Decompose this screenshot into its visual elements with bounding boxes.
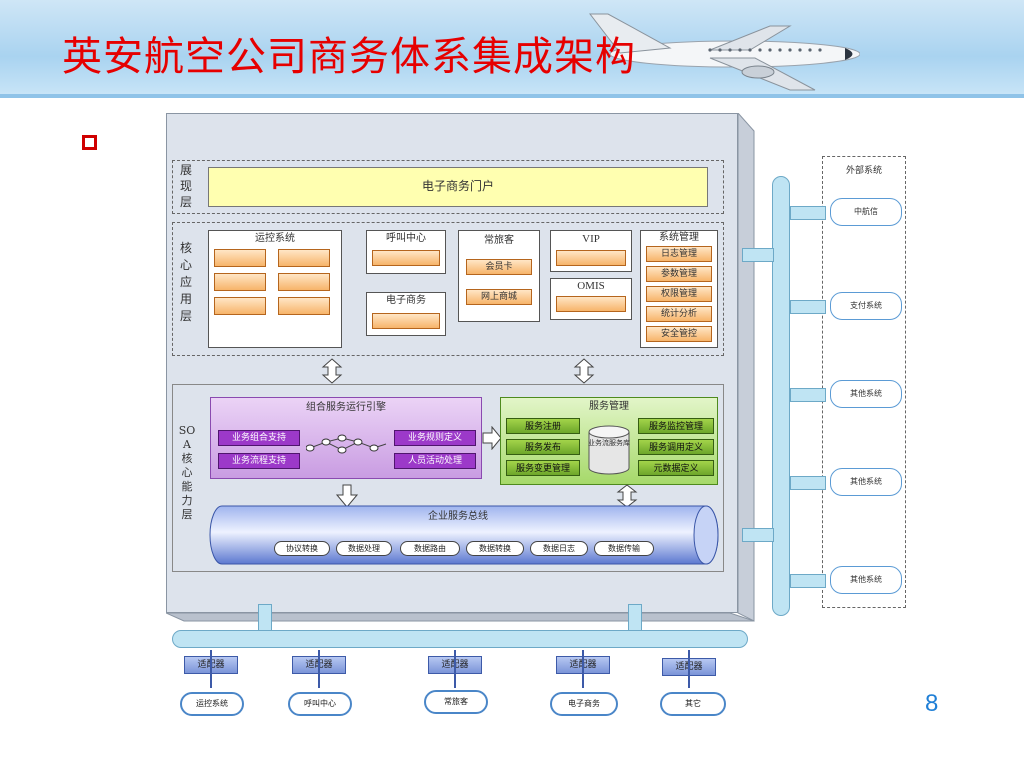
soa-layer-label: SOA核心能力层 bbox=[178, 424, 196, 521]
ecommerce-module bbox=[372, 313, 440, 329]
sys-mgmt-label: 系统管理 bbox=[659, 232, 699, 243]
ops-system-label: 运控系统 bbox=[255, 233, 295, 244]
double-arrow-icon bbox=[573, 358, 595, 384]
external-link bbox=[790, 206, 826, 220]
vip-label: VIP bbox=[582, 233, 600, 245]
slide-header-band bbox=[0, 0, 1024, 94]
right-arrow-icon bbox=[482, 426, 502, 450]
adapter-target: 呼叫中心 bbox=[288, 692, 352, 716]
workflow-graph-icon bbox=[306, 434, 387, 454]
double-arrow-icon bbox=[321, 358, 343, 384]
sys-mgmt-item: 日志管理 bbox=[646, 246, 712, 262]
panel-bottom-face bbox=[166, 612, 755, 622]
ops-module bbox=[278, 249, 330, 267]
sys-mgmt-item: 权限管理 bbox=[646, 286, 712, 302]
service-right-item: 元数据定义 bbox=[638, 460, 714, 476]
slide-title: 英安航空公司商务体系集成架构 bbox=[62, 34, 636, 80]
pipe-connector bbox=[742, 528, 774, 542]
bullet-square-icon bbox=[82, 135, 97, 150]
esb-item: 数据处理 bbox=[336, 541, 392, 556]
bottom-bus-pipe bbox=[172, 630, 748, 648]
frequent-flyer-box bbox=[458, 230, 540, 322]
adapter-target: 其它 bbox=[660, 692, 726, 716]
ops-module bbox=[214, 273, 266, 291]
external-system-item: 其他系统 bbox=[830, 468, 902, 496]
presentation-layer bbox=[172, 160, 724, 214]
database-icon bbox=[588, 425, 630, 475]
service-left-item: 服务发布 bbox=[506, 439, 580, 455]
page-number: 8 bbox=[925, 690, 939, 717]
call-center-module bbox=[372, 250, 440, 266]
esb-item: 数据日志 bbox=[530, 541, 588, 556]
sys-mgmt-item: 参数管理 bbox=[646, 266, 712, 282]
sys-mgmt-item: 安全管控 bbox=[646, 326, 712, 342]
service-repository-label: 业务流服务库 bbox=[588, 439, 630, 447]
ops-module bbox=[214, 297, 266, 315]
omis-label: OMIS bbox=[577, 280, 605, 292]
call-center-label: 呼叫中心 bbox=[386, 233, 426, 244]
adapter-target: 运控系统 bbox=[180, 692, 244, 716]
online-mall-module: 网上商城 bbox=[466, 289, 532, 305]
omis-module bbox=[556, 296, 626, 312]
external-link bbox=[790, 300, 826, 314]
adapter-target: 电子商务 bbox=[550, 692, 618, 716]
adapter-target: 常旅客 bbox=[424, 690, 488, 714]
external-system-item: 其他系统 bbox=[830, 380, 902, 408]
esb-item: 数据转换 bbox=[466, 541, 524, 556]
engine-right-item: 业务规则定义 bbox=[394, 430, 476, 446]
ecommerce-label: 电子商务 bbox=[386, 295, 426, 306]
service-left-item: 服务变更管理 bbox=[506, 460, 580, 476]
external-system-item: 其他系统 bbox=[830, 566, 902, 594]
external-link bbox=[790, 476, 826, 490]
service-left-item: 服务注册 bbox=[506, 418, 580, 434]
external-link bbox=[790, 388, 826, 402]
portal-label: 电子商务门户 bbox=[421, 179, 494, 193]
core-application-layer bbox=[172, 222, 724, 356]
service-right-item: 服务监控管理 bbox=[638, 418, 714, 434]
frequent-flyer-label: 常旅客 bbox=[484, 235, 514, 246]
pipe-connector bbox=[742, 248, 774, 262]
member-card-module: 会员卡 bbox=[466, 259, 532, 275]
soa-layer bbox=[172, 384, 724, 572]
header-divider bbox=[0, 94, 1024, 98]
esb-item: 数据路由 bbox=[400, 541, 460, 556]
ops-module bbox=[278, 297, 330, 315]
ops-module bbox=[214, 249, 266, 267]
external-pipe bbox=[772, 176, 790, 616]
down-arrow-icon bbox=[336, 484, 358, 508]
engine-left-item: 业务流程支持 bbox=[218, 453, 300, 469]
presentation-layer-label: 展现层 bbox=[179, 163, 192, 209]
engine-right-item: 人员活动处理 bbox=[394, 453, 476, 469]
external-link bbox=[790, 574, 826, 588]
portal-box bbox=[208, 167, 708, 207]
external-systems-label: 外部系统 bbox=[845, 166, 882, 176]
esb-label: 企业服务总线 bbox=[428, 511, 488, 522]
panel-side-face bbox=[737, 113, 755, 622]
adapter-arrows bbox=[210, 650, 690, 688]
external-system-item: 中航信 bbox=[830, 198, 902, 226]
external-system-item: 支付系统 bbox=[830, 292, 902, 320]
engine-left-item: 业务组合支持 bbox=[218, 430, 300, 446]
ops-module bbox=[278, 273, 330, 291]
engine-label: 组合服务运行引擎 bbox=[306, 402, 386, 413]
esb-item: 数据传输 bbox=[594, 541, 654, 556]
vip-module bbox=[556, 250, 626, 266]
core-layer-label: 核心应用层 bbox=[179, 241, 192, 323]
esb-item: 协议转换 bbox=[274, 541, 330, 556]
service-mgmt-label: 服务管理 bbox=[589, 401, 629, 412]
airplane-icon bbox=[588, 13, 860, 91]
service-right-item: 服务调用定义 bbox=[638, 439, 714, 455]
sys-mgmt-item: 统计分析 bbox=[646, 306, 712, 322]
